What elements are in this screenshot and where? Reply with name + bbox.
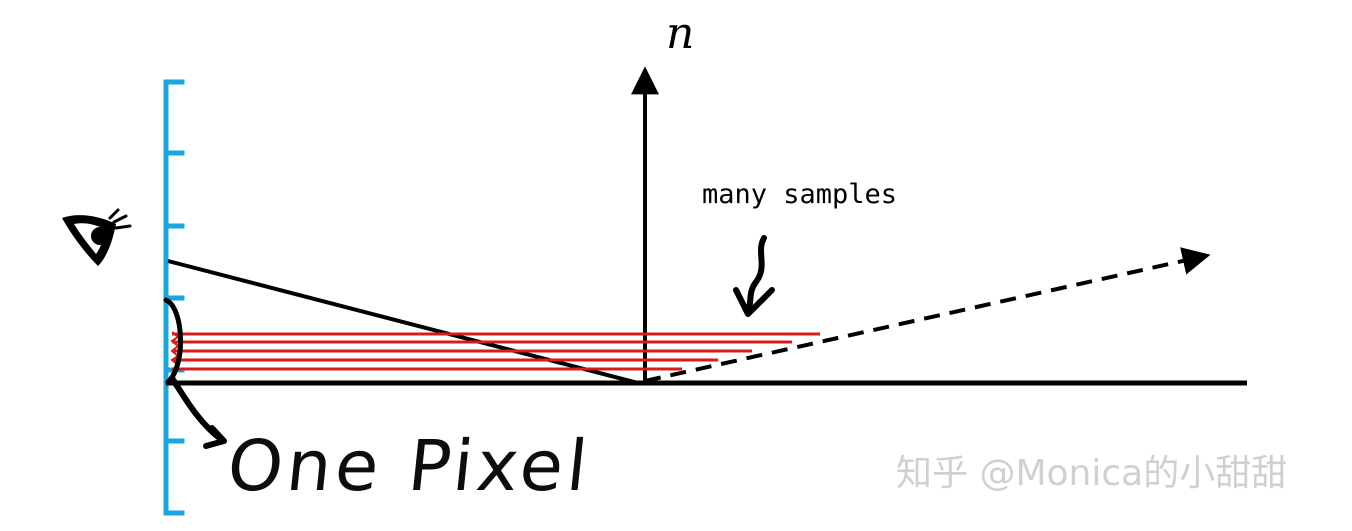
- pixel-label: One Pixel: [223, 425, 596, 507]
- reflected-ray: [644, 247, 1211, 383]
- samples-label: many samples: [702, 179, 898, 210]
- squiggle-arrow-icon: [733, 235, 775, 317]
- incident-ray: [167, 259, 639, 385]
- screen-ruler: [163, 79, 185, 516]
- eye-icon: [62, 208, 132, 266]
- curved-arrow-icon: [169, 375, 227, 449]
- watermark: 知乎 @Monica的小甜甜: [896, 453, 1288, 494]
- normal-label: n: [666, 8, 695, 59]
- sample-lines: [170, 331, 820, 371]
